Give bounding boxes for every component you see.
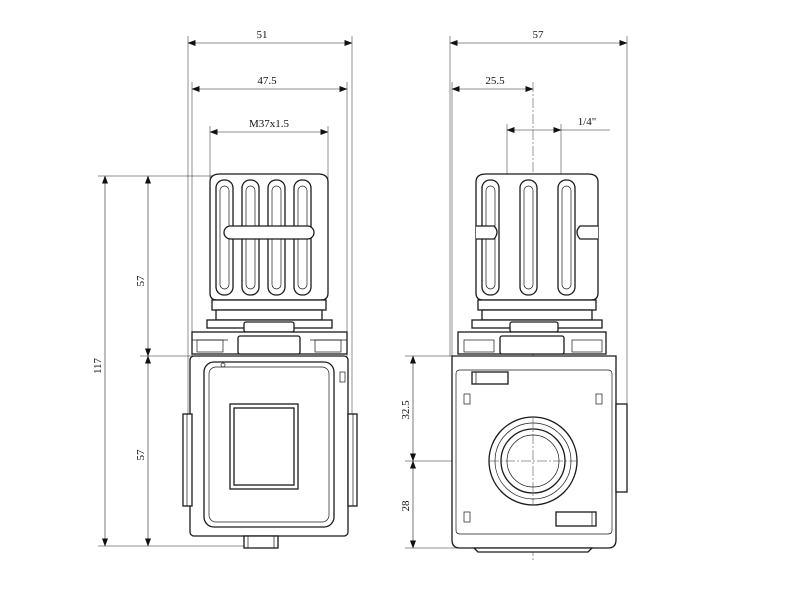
dim-side-height-port: 32.5 [400, 400, 412, 420]
adjusting-knob [209, 173, 329, 321]
dim-side-port: 1/4" [578, 116, 597, 128]
dim-front-width-body: 47.5 [257, 75, 277, 87]
dim-front-height-total: 117 [92, 357, 104, 374]
dim-side-width-overall: 57 [533, 29, 545, 41]
side-view: 57 25.5 1/4" 32.5 28 [400, 29, 628, 560]
front-body [182, 355, 358, 549]
bonnet-nut [191, 319, 348, 355]
dim-front-height-lower: 57 [135, 449, 147, 461]
side-bonnet [457, 319, 607, 355]
dim-side-width-half: 25.5 [485, 75, 505, 87]
front-view: 51 47.5 M37x1.5 117 57 57 [92, 29, 358, 549]
front-extension-lines [98, 36, 353, 547]
side-knob [475, 173, 599, 321]
dim-front-width-overall: 51 [257, 29, 268, 41]
dim-front-height-upper: 57 [135, 275, 147, 287]
side-body [451, 355, 628, 553]
front-dimensions: 51 47.5 M37x1.5 117 57 57 [92, 29, 353, 547]
dim-side-height-base: 28 [400, 500, 412, 512]
dim-front-thread: M37x1.5 [249, 118, 290, 130]
side-dimensions: 57 25.5 1/4" 32.5 28 [400, 29, 628, 549]
